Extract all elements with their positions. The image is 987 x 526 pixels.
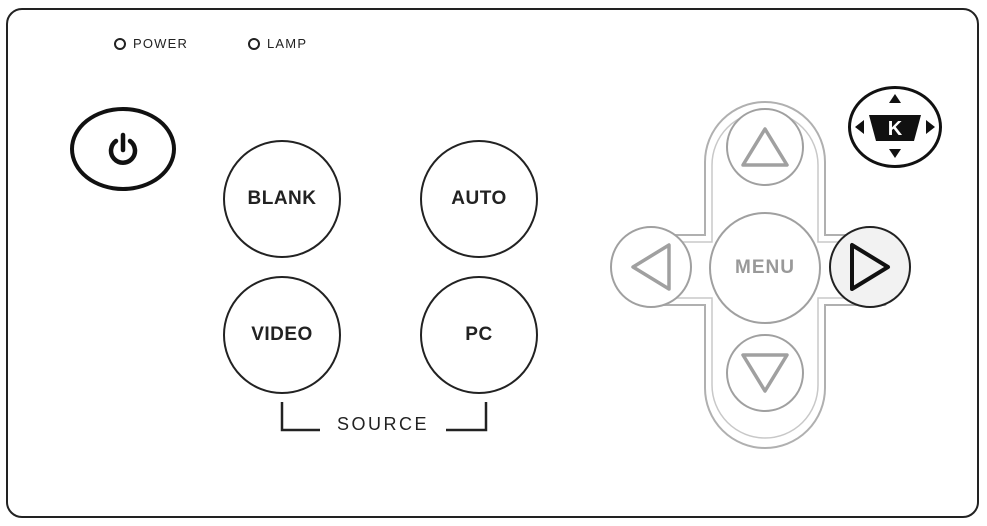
video-button[interactable]: VIDEO [223,276,341,394]
arrow-left-icon [631,243,671,291]
power-indicator: POWER [114,36,188,51]
down-button[interactable] [726,334,804,412]
arrow-down-icon [741,353,789,393]
arrow-up-icon [741,127,789,167]
pc-button-label: PC [465,324,493,345]
blank-button-label: BLANK [247,188,317,209]
menu-button[interactable]: MENU [709,212,821,324]
keystone-button[interactable]: K [848,86,942,168]
keystone-letter: K [888,118,903,140]
pc-button[interactable]: PC [420,276,538,394]
right-button[interactable] [829,226,911,308]
lamp-indicator: LAMP [248,36,307,51]
power-indicator-label: POWER [133,36,189,51]
left-button[interactable] [610,226,692,308]
video-button-label: VIDEO [251,324,313,345]
keystone-icon: K [855,94,935,158]
blank-button[interactable]: BLANK [223,140,341,258]
up-button[interactable] [726,108,804,186]
source-label: SOURCE [320,414,446,435]
auto-button[interactable]: AUTO [420,140,538,258]
menu-button-label: MENU [735,257,795,278]
lamp-led [248,37,260,50]
auto-button-label: AUTO [451,188,507,209]
power-icon [108,132,138,165]
arrow-right-icon [850,243,890,291]
lamp-indicator-label: LAMP [267,36,308,51]
power-led [114,37,126,50]
power-button[interactable] [70,107,176,191]
